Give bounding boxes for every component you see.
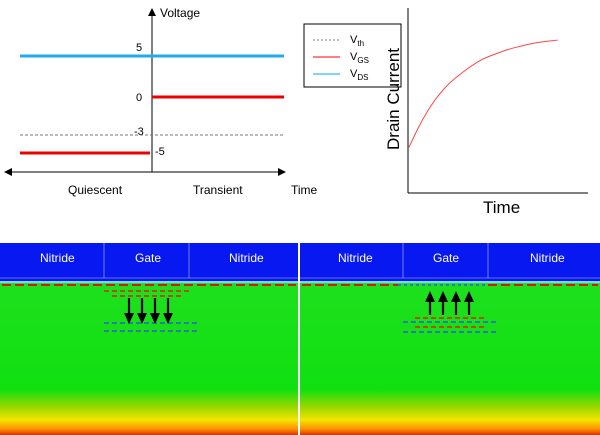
- device-right: Nitride Gate Nitride: [300, 243, 600, 435]
- voltage-axis-title: Voltage: [160, 6, 200, 20]
- nitride-label-left-1: Nitride: [40, 251, 75, 265]
- phase-label-transient: Transient: [193, 183, 243, 197]
- down-arrow-2: [137, 298, 147, 324]
- nitride-label-right-1: Nitride: [338, 251, 373, 265]
- nitride-label-right-2: Nitride: [530, 251, 565, 265]
- device-left: Nitride Gate Nitride: [0, 243, 298, 435]
- tick-label-0: 0: [136, 92, 142, 104]
- up-arrows: [425, 291, 474, 315]
- nitride-label-left-2: Nitride: [229, 251, 264, 265]
- legend: Vth VGS VDS: [303, 23, 402, 88]
- substrate-right: [300, 283, 600, 435]
- down-arrow-1: [124, 298, 134, 324]
- up-arrow-4: [464, 291, 474, 315]
- gate-label-left: Gate: [135, 251, 161, 265]
- time-axis-title: Time: [291, 183, 318, 197]
- down-arrow-3: [150, 298, 160, 324]
- phase-label-quiescent: Quiescent: [68, 183, 123, 197]
- up-arrow-2: [438, 291, 448, 315]
- current-y-title: Drain Current: [384, 48, 403, 150]
- drain-current-chart: Drain Current Time: [384, 8, 588, 217]
- down-arrows: [124, 298, 173, 324]
- down-arrow-4: [163, 298, 173, 324]
- substrate-left: [0, 283, 298, 435]
- gate-label-right: Gate: [433, 251, 459, 265]
- tick-label-minus5: -5: [155, 146, 165, 158]
- up-arrow-3: [451, 291, 461, 315]
- drain-current-curve: [408, 39, 559, 148]
- nitride-layer-right: [300, 243, 600, 283]
- current-x-title: Time: [483, 198, 520, 217]
- nitride-layer-left: [0, 243, 298, 283]
- legend-box: [303, 23, 402, 88]
- legend-label-vds: VDS: [350, 68, 368, 82]
- voltage-chart: Voltage Time Quiescent Transient 5 0 -3 …: [4, 6, 318, 197]
- tick-label-5: 5: [136, 42, 142, 54]
- up-arrow-1: [425, 291, 435, 315]
- tick-label-minus3: -3: [134, 126, 144, 138]
- legend-label-vgs: VGS: [350, 51, 369, 65]
- legend-label-vth: Vth: [350, 34, 364, 48]
